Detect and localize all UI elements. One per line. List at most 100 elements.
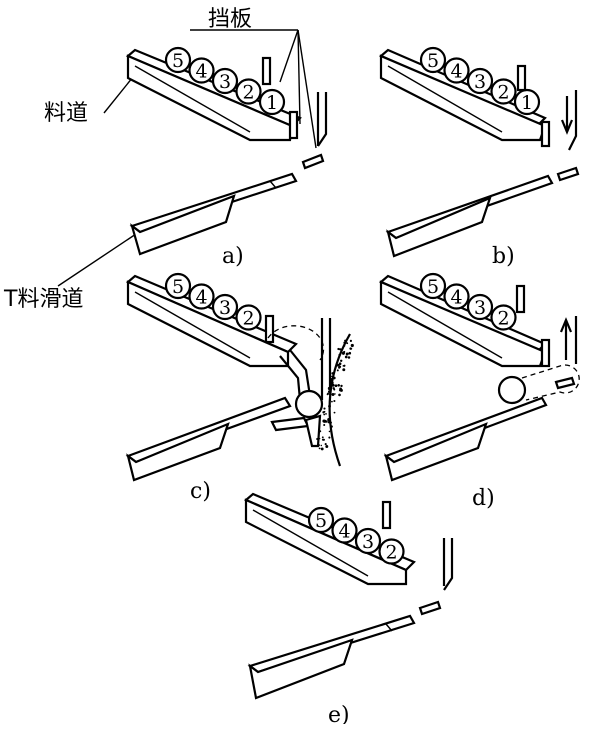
ball-number: 4 <box>450 287 462 309</box>
stipple-dot <box>318 437 321 440</box>
ball-number: 5 <box>315 510 327 532</box>
stipple-dot <box>329 397 332 399</box>
ball-5 <box>164 46 192 74</box>
ball-number: 1 <box>266 92 278 114</box>
stipple-dot <box>331 393 335 396</box>
receiver-jaw <box>270 416 310 432</box>
panel-d-label: d) <box>472 486 495 511</box>
stipple-dot <box>323 407 326 410</box>
guide-arm <box>279 355 302 401</box>
stipple-dot <box>328 392 332 396</box>
ball-number: 3 <box>219 297 231 319</box>
stipple-dot <box>318 447 321 450</box>
ball-number: 3 <box>219 71 231 93</box>
ball-number: 3 <box>362 531 374 553</box>
ball-2 <box>378 538 405 565</box>
stipple-dot <box>323 423 326 427</box>
stipple-dot <box>338 393 341 397</box>
stipple-dot <box>321 448 324 450</box>
baffle-leader-2 <box>297 29 301 125</box>
stipple-dot <box>329 421 332 424</box>
stipple-dot <box>321 436 324 439</box>
baffle-leader-3 <box>297 29 317 149</box>
stipple-dot <box>323 410 326 413</box>
stipple-dot <box>348 351 352 355</box>
ball-number: 4 <box>450 61 462 83</box>
ball-5 <box>164 272 192 300</box>
t-chute-notch <box>269 180 277 189</box>
stipple-dot <box>327 386 331 390</box>
t-chute-body <box>126 422 230 482</box>
ball-3 <box>354 527 382 555</box>
chute-body <box>244 498 408 586</box>
lower-baffle <box>540 120 551 148</box>
ball-5 <box>419 272 447 300</box>
ball-3 <box>211 293 239 321</box>
gate-plate <box>301 153 325 170</box>
top-baffle <box>264 314 275 344</box>
stipple-dot <box>350 343 354 348</box>
stipple-dot <box>334 384 338 388</box>
chute-body <box>126 280 290 368</box>
ball-path-dashed <box>521 364 580 401</box>
ball-on-t-chute <box>497 375 527 405</box>
stipple-dot <box>342 368 346 372</box>
pusher-tip <box>568 90 578 151</box>
ball-number: 4 <box>195 287 207 309</box>
chute-body <box>379 54 547 142</box>
stipple-dot <box>329 399 331 402</box>
pusher-tip <box>317 92 328 147</box>
ball-number: 5 <box>172 50 184 72</box>
ball-2 <box>235 78 262 105</box>
chute-body <box>126 54 294 142</box>
chute-groove <box>252 509 369 577</box>
ball-4 <box>443 283 470 310</box>
stipple-dot <box>345 352 349 356</box>
ball-1 <box>258 88 286 116</box>
ball-number: 2 <box>497 308 509 330</box>
stipple-dot <box>338 354 340 356</box>
ball-2 <box>235 304 262 331</box>
ball-number: 4 <box>338 521 350 543</box>
stipple-dot <box>331 400 333 403</box>
stipple-dot <box>343 364 346 367</box>
stipple-dot <box>324 443 327 446</box>
t-chute-notch <box>385 623 393 632</box>
gate-plate <box>556 166 580 182</box>
gate-plate <box>554 376 576 390</box>
t-chute-body <box>130 194 236 256</box>
chute-groove <box>387 65 503 133</box>
stipple-dot <box>333 411 336 414</box>
stipple-dot <box>343 350 346 354</box>
stipple-dot <box>331 372 334 375</box>
top-baffle <box>381 500 392 530</box>
stipple-dot <box>333 399 336 403</box>
stipple-dot <box>317 444 320 447</box>
stipple-dot <box>331 375 333 378</box>
stipple-dot <box>336 363 340 367</box>
stipple-dot <box>344 339 347 343</box>
stipple-dot <box>350 347 353 350</box>
chute-body <box>379 280 547 368</box>
stipple-dot <box>331 383 335 387</box>
stipple-dot <box>343 341 346 344</box>
stipple-dot <box>325 445 329 448</box>
t-chute-body <box>248 638 354 700</box>
lower-baffle <box>540 338 551 368</box>
stipple-dot <box>344 355 348 359</box>
gate-plate <box>418 600 442 616</box>
stipple-dot <box>349 339 353 343</box>
stipple-dot <box>331 381 334 385</box>
ball-number: 4 <box>195 61 207 83</box>
ball-4 <box>331 517 358 544</box>
ball-number: 2 <box>385 542 397 564</box>
stipple-dot <box>325 420 328 423</box>
ball-3 <box>466 293 494 321</box>
baffle-annotation: 挡板 <box>208 7 252 32</box>
